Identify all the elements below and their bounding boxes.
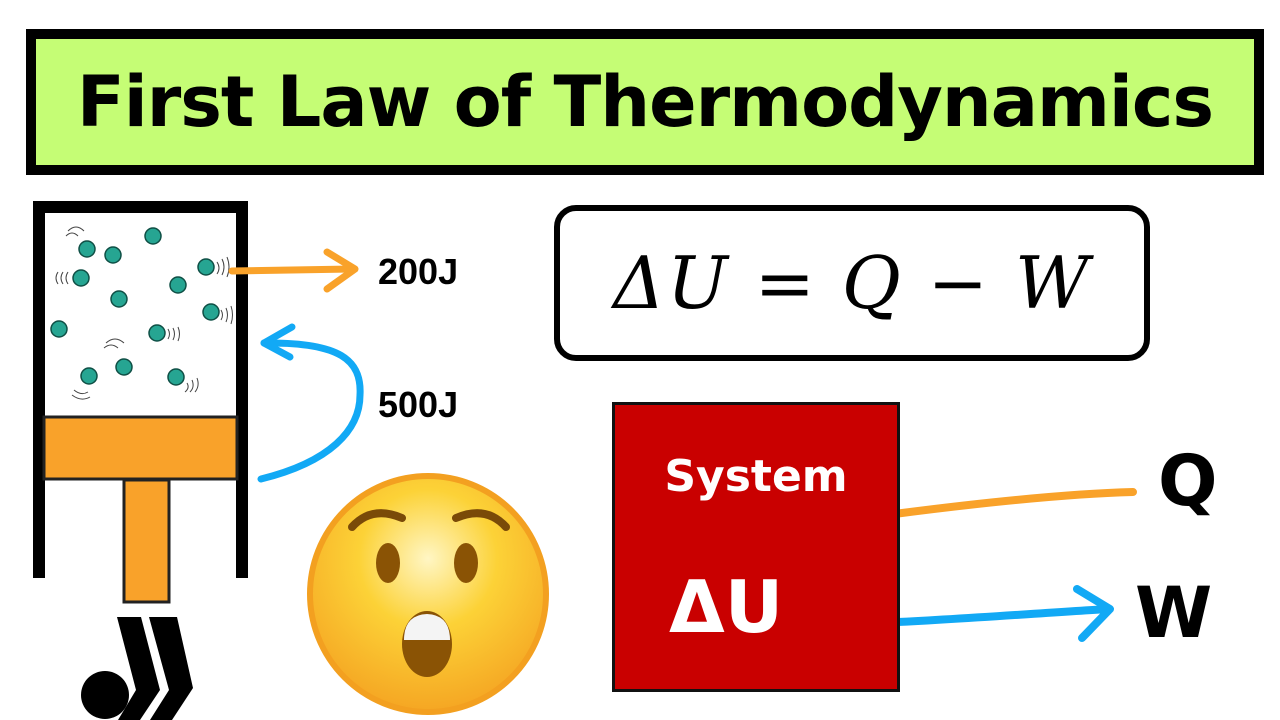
title-banner: First Law of Thermodynamics [26,29,1264,175]
heat-out-arrow [228,248,359,293]
astonished-emoji-icon [307,473,549,715]
system-label: System [664,451,848,502]
page-title: First Law of Thermodynamics [76,61,1214,143]
cylinder [33,201,248,578]
heat-q-label: Q [1158,440,1218,522]
work-w-label: W [1135,572,1213,654]
gas-molecules [50,227,220,386]
heat-in-arrow [257,323,364,483]
internal-energy-label: ΔU [669,565,784,649]
system-box: System ΔU [612,402,900,692]
heat-in-label: 500J [378,384,459,425]
first-law-equation: ΔU = Q − W [613,241,1091,325]
heat-q-arrow [858,488,1137,543]
pushing-person-icon [81,617,193,720]
equation-box: ΔU = Q − W [554,205,1150,361]
vibration-marks [55,226,233,400]
heat-out-label: 200J [378,251,459,292]
work-w-arrow [874,585,1114,642]
piston-rod [122,478,171,604]
piston-head [42,415,239,481]
